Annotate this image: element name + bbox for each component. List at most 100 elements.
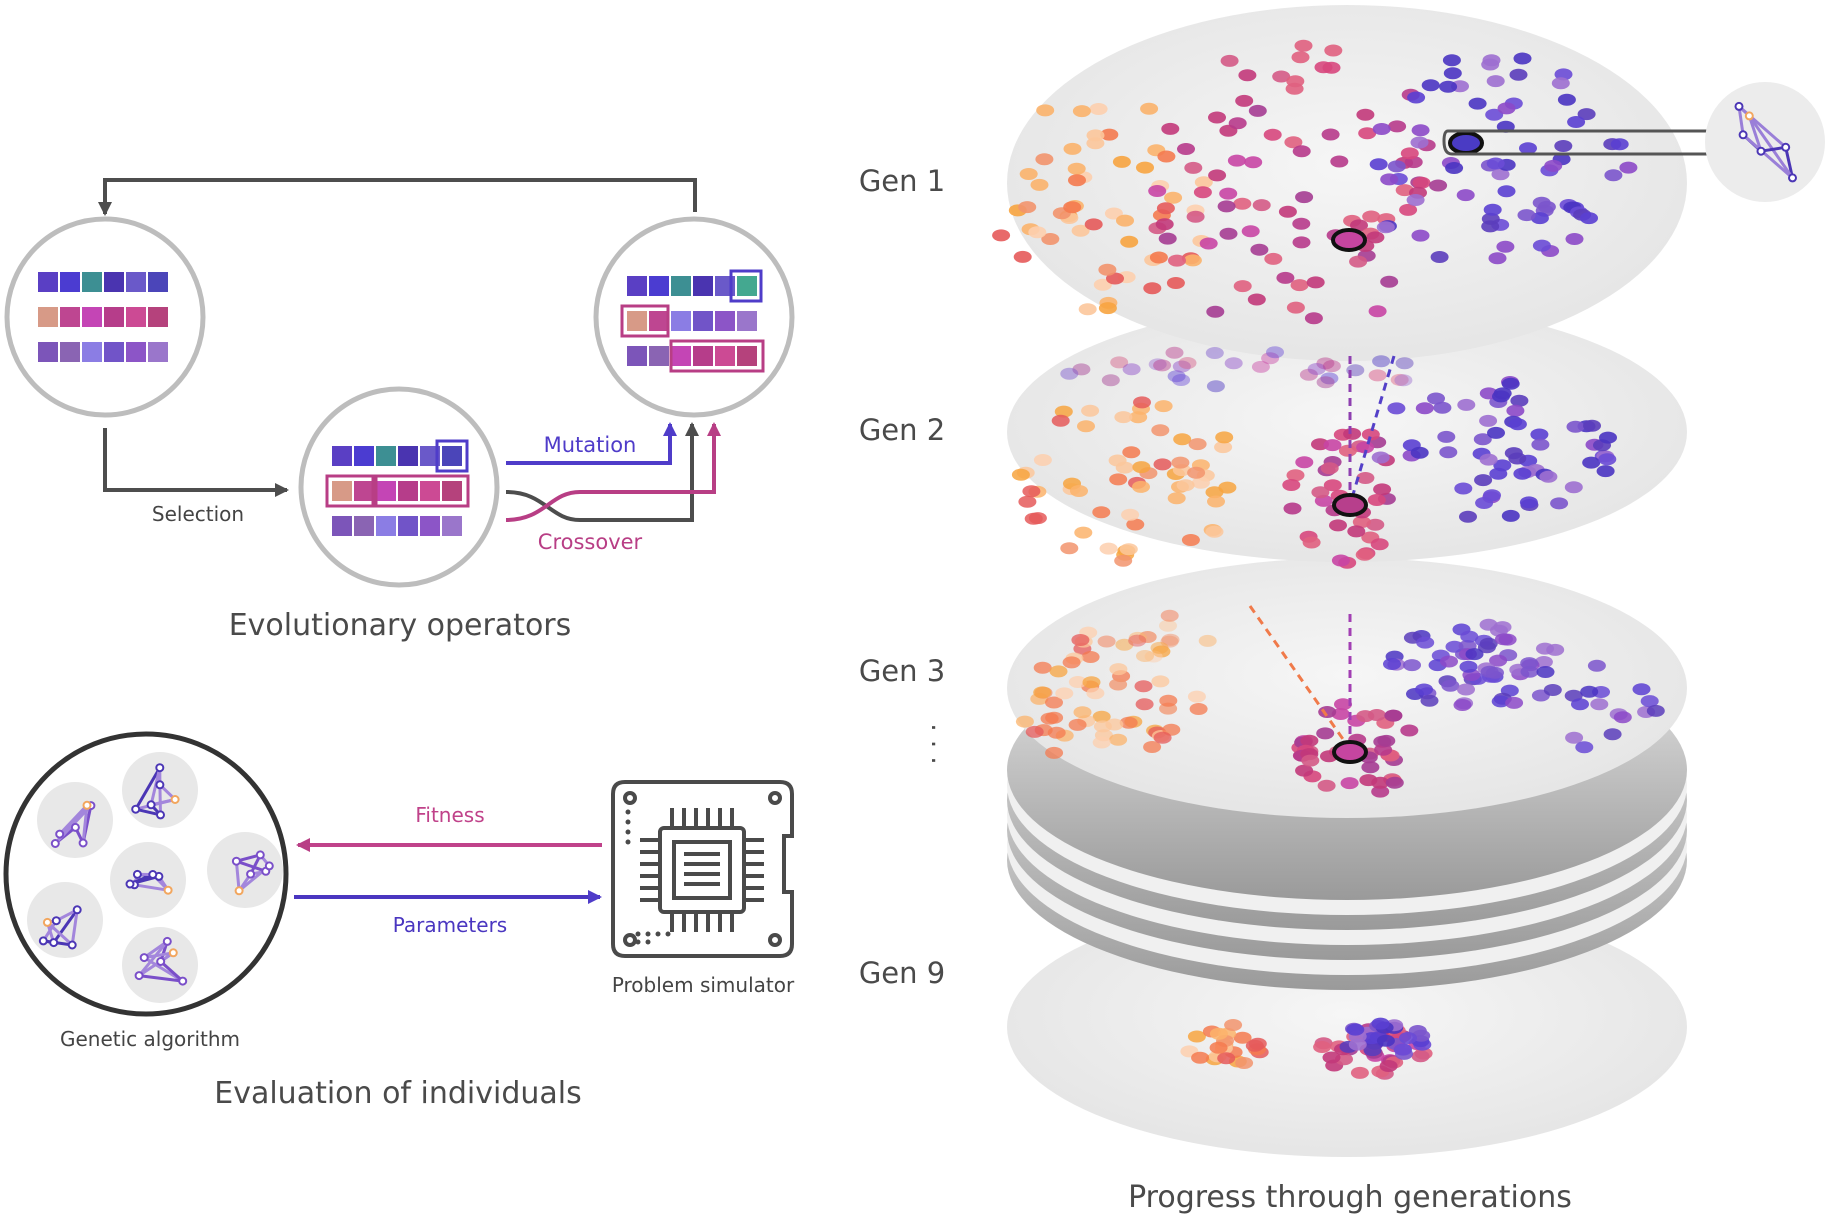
individual-dot xyxy=(1109,663,1128,676)
individual-dot xyxy=(1554,68,1573,81)
individual-dot xyxy=(1376,1034,1395,1047)
individual-dot xyxy=(1371,1017,1390,1030)
individual-dot xyxy=(1411,1050,1430,1063)
individual-dot xyxy=(1086,687,1105,700)
individual-dot xyxy=(1575,741,1594,754)
individual-dot xyxy=(1356,710,1375,723)
gene-block xyxy=(376,481,396,501)
crossover-box-a xyxy=(620,304,670,338)
individual-dot xyxy=(1013,250,1032,263)
gene-block xyxy=(693,346,713,366)
individual-dot xyxy=(1437,430,1456,443)
gene-block xyxy=(148,342,168,362)
individual-dot xyxy=(1479,414,1498,427)
individual-dot xyxy=(1187,1030,1206,1043)
individual-dot xyxy=(1465,648,1484,661)
individual-dot xyxy=(1219,187,1238,200)
individual-dot xyxy=(1104,207,1123,220)
individual-dot xyxy=(1619,161,1638,174)
individual-dot xyxy=(1323,479,1342,492)
individual-dot xyxy=(1220,54,1239,67)
individual-dot xyxy=(1372,355,1391,368)
individual-dot xyxy=(1155,218,1174,231)
individual-dot xyxy=(1539,470,1558,483)
individual-dot xyxy=(1235,1057,1254,1069)
individual-dot xyxy=(1272,70,1291,83)
individual-dot xyxy=(1098,302,1117,315)
individual-dot xyxy=(1583,419,1601,432)
graph-node xyxy=(234,886,244,896)
gene-block xyxy=(60,307,80,327)
individual-dot xyxy=(1306,276,1325,289)
individual-dot xyxy=(1410,136,1429,149)
individual-dot xyxy=(1371,776,1390,789)
individual-dot xyxy=(1278,205,1297,218)
genetic-algorithm-label: Genetic algorithm xyxy=(60,1027,240,1051)
individual-dot xyxy=(1084,218,1103,231)
problem-simulator-label: Problem simulator xyxy=(612,973,795,997)
individual-dot xyxy=(1356,108,1375,121)
individual-dot xyxy=(1493,621,1512,634)
individual-dot xyxy=(1412,176,1431,189)
graph-node xyxy=(78,838,88,848)
individual-dot xyxy=(1346,1023,1365,1036)
crossover-highlight-a xyxy=(325,474,375,508)
individual-dot xyxy=(1509,68,1528,81)
individual-dot xyxy=(1205,525,1224,538)
gene-block xyxy=(104,307,124,327)
individual-dot xyxy=(1063,142,1082,155)
individual-dot xyxy=(1181,534,1200,546)
individual-dot xyxy=(1295,764,1314,777)
graph-node xyxy=(162,936,172,946)
graph-edge xyxy=(46,921,74,947)
chip-icon xyxy=(611,780,794,958)
individual-dot xyxy=(1116,214,1134,227)
individual-dot xyxy=(1244,156,1263,169)
gene-block xyxy=(60,342,80,362)
gene-block xyxy=(104,272,124,292)
individual-dot xyxy=(1371,451,1390,464)
individual-dot xyxy=(1567,116,1586,128)
board-dots xyxy=(625,809,671,945)
individual-dot xyxy=(1590,698,1609,711)
population-dots-gen9 xyxy=(1180,1017,1433,1080)
individual-dot xyxy=(1194,176,1213,189)
individual-dot xyxy=(1022,485,1041,498)
individual-dot xyxy=(1613,711,1632,724)
individual-dot xyxy=(1457,683,1475,696)
individual-dot xyxy=(1646,704,1665,717)
individual-dot xyxy=(1632,683,1651,696)
individual-dot xyxy=(1122,446,1141,459)
individual-dot xyxy=(1323,439,1342,452)
graph-edge xyxy=(159,960,184,983)
individual-dot xyxy=(1400,147,1419,160)
individual-dot xyxy=(1206,305,1225,318)
individual-dot xyxy=(1251,360,1270,373)
individual-dot xyxy=(1456,189,1475,202)
individual-dot xyxy=(1157,150,1176,163)
individual-dot xyxy=(1068,676,1087,688)
individual-dot xyxy=(1441,679,1460,692)
individual-dot xyxy=(1049,665,1068,678)
individual-dot xyxy=(1199,237,1218,250)
individual-dot xyxy=(1486,157,1505,170)
individual-dot xyxy=(1571,698,1589,711)
graph-node xyxy=(146,800,156,810)
individual-dot xyxy=(1318,706,1337,718)
individual-dot xyxy=(1188,438,1207,451)
individual-dot xyxy=(1320,372,1339,385)
individual-dot xyxy=(1316,357,1335,370)
individual-dot xyxy=(1429,179,1448,192)
individual-dot xyxy=(1073,706,1092,719)
individual-dot xyxy=(1544,159,1563,172)
individual-dot xyxy=(1520,665,1539,678)
individual-dot xyxy=(1132,480,1150,493)
gene-block xyxy=(627,311,647,331)
individual-dot xyxy=(1247,293,1266,306)
individual-dot xyxy=(1445,640,1464,653)
individual-dot xyxy=(1497,102,1516,115)
graph-node xyxy=(1744,111,1754,121)
graph-edge xyxy=(134,883,169,892)
individual-dot xyxy=(1167,370,1186,383)
gene-block xyxy=(715,311,735,331)
